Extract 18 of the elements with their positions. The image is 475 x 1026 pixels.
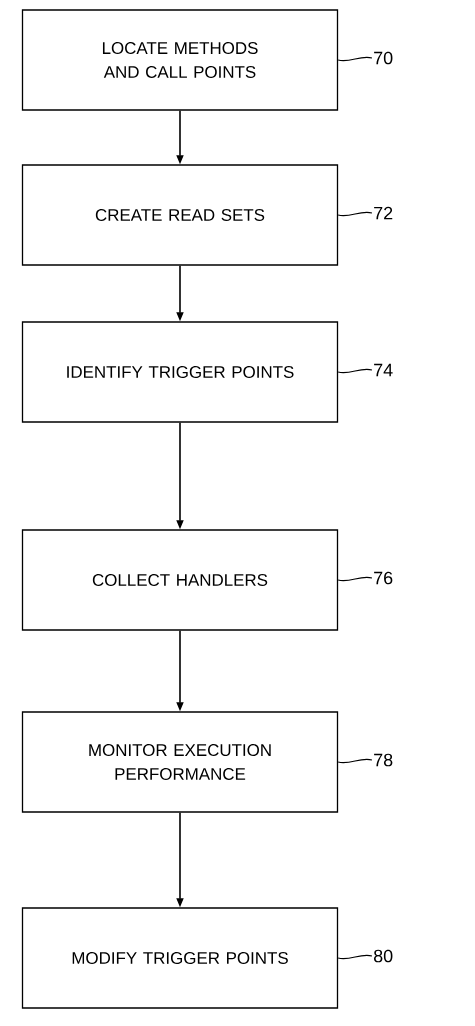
reference-numeral: 80 bbox=[374, 949, 393, 963]
process-box: CREATE READ SETS bbox=[21, 164, 339, 266]
process-box: MODIFY TRIGGER POINTS bbox=[21, 907, 339, 1009]
leader-line bbox=[337, 211, 373, 217]
reference-numeral: 72 bbox=[374, 206, 393, 220]
leader-line bbox=[337, 368, 373, 374]
reference-numeral: 78 bbox=[374, 753, 393, 767]
reference-numeral: 70 bbox=[374, 51, 393, 65]
reference-numeral: 76 bbox=[374, 571, 393, 585]
process-box: IDENTIFY TRIGGER POINTS bbox=[21, 321, 339, 423]
process-box: COLLECT HANDLERS bbox=[21, 529, 339, 631]
leader-line bbox=[337, 954, 373, 960]
leader-line bbox=[337, 576, 373, 582]
reference-numeral: 74 bbox=[374, 363, 393, 377]
leader-line bbox=[337, 56, 373, 62]
process-box: LOCATE METHODS AND CALL POINTS bbox=[21, 9, 339, 111]
process-box: MONITOR EXECUTION PERFORMANCE bbox=[21, 711, 339, 813]
leader-line bbox=[337, 758, 373, 764]
